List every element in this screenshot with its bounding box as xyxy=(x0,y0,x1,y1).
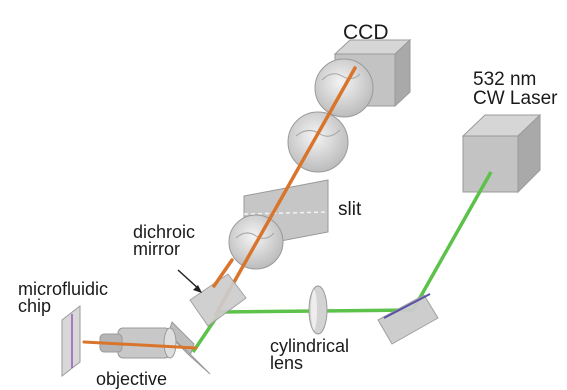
laser-source xyxy=(461,113,542,194)
dichroic-mirror-label: dichroic mirror xyxy=(133,222,196,260)
cylindrical-lens xyxy=(308,285,328,335)
ccd-label: CCD xyxy=(343,21,389,44)
microfluidic-chip xyxy=(61,304,81,378)
emission-lens-middle xyxy=(287,111,349,173)
dichroic-pointer-arrow xyxy=(177,269,202,293)
slit-label: slit xyxy=(338,199,362,220)
microfluidic-chip-label: microfluidic chip xyxy=(18,279,109,317)
objective-label: objective xyxy=(96,369,168,389)
cylindrical-lens-label: cylindrical lens xyxy=(270,336,350,373)
laser-label: 532 nm CW Laser xyxy=(473,69,558,109)
emission-beam xyxy=(214,66,357,316)
fold-mirror xyxy=(377,293,439,345)
